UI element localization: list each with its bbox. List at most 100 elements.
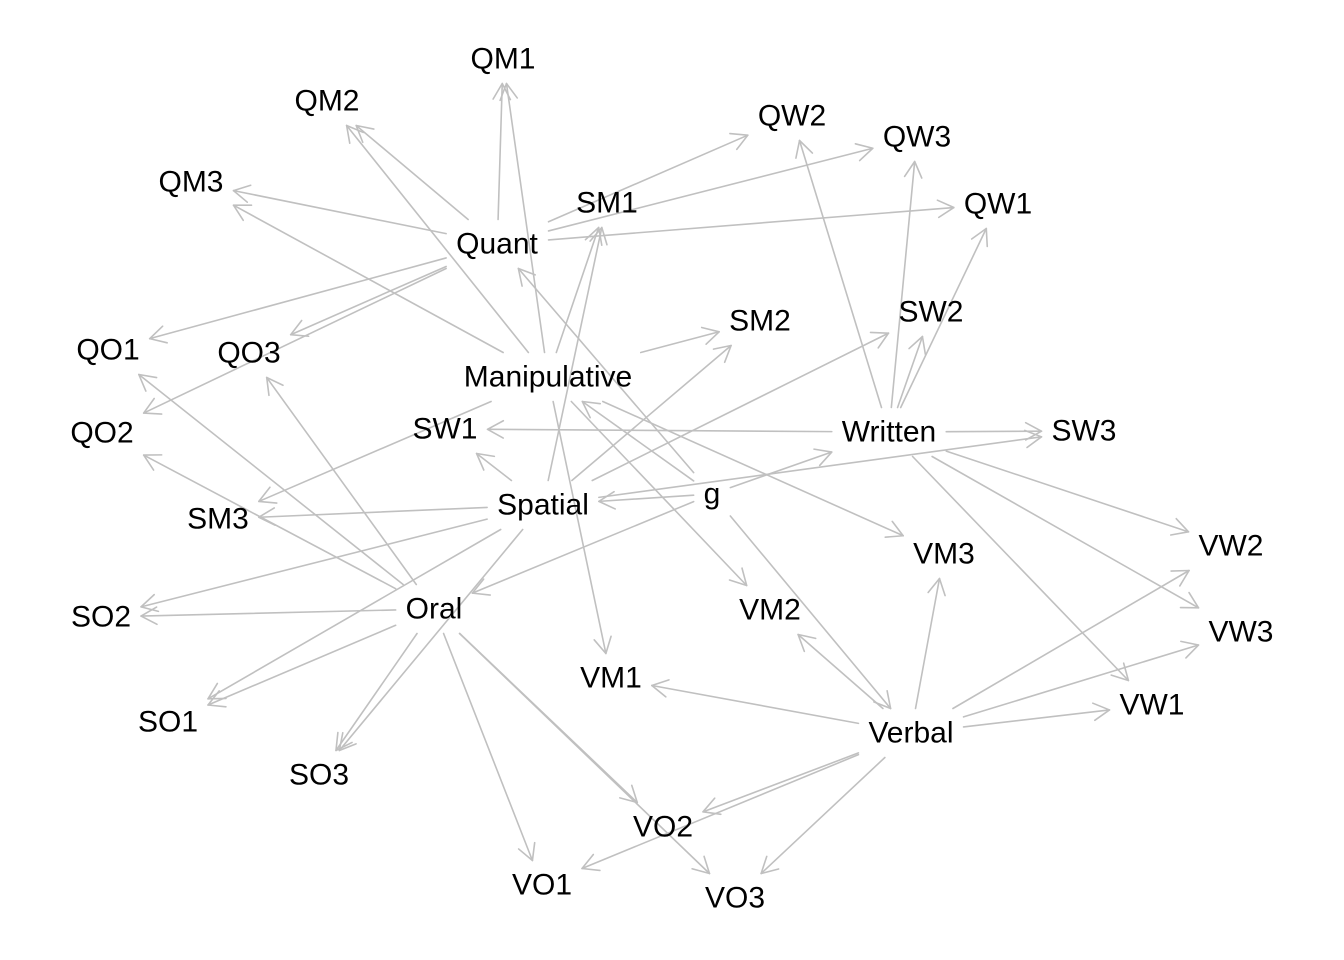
edge-written-to-sw1 (486, 419, 833, 439)
arrowhead (475, 452, 496, 471)
arrowhead (138, 373, 158, 392)
arrowhead (140, 606, 158, 626)
edge-line (547, 147, 874, 232)
arrowhead (760, 855, 780, 875)
edge-oral-to-vo1 (442, 632, 536, 862)
arrowhead (232, 184, 252, 203)
edge-written-to-sw2 (896, 335, 927, 409)
arrowhead (486, 419, 505, 439)
arrowhead (1180, 640, 1200, 659)
edge-spatial-to-sw2 (591, 331, 890, 482)
node-qo3: QO3 (217, 337, 280, 370)
arrowhead (1170, 569, 1190, 587)
edge-g-to-quant (517, 267, 695, 474)
edge-quant-to-qw3 (547, 143, 874, 232)
edge-line (547, 134, 749, 223)
node-qo1: QO1 (76, 334, 139, 367)
node-vm3: VM3 (913, 538, 975, 571)
edge-line (140, 518, 488, 608)
arrowhead (1169, 517, 1190, 536)
arrowhead (873, 690, 892, 710)
edge-g-to-manip (581, 400, 695, 482)
node-written: Written (842, 416, 936, 449)
edge-manip-to-vm2 (570, 400, 748, 587)
node-vm2: VM2 (739, 594, 801, 627)
arrowhead (1023, 429, 1043, 449)
edge-manip-to-sm2 (639, 326, 720, 354)
arrowhead (207, 682, 227, 700)
arrowhead (148, 325, 168, 344)
arrowhead (581, 853, 601, 872)
arrowhead (854, 143, 874, 162)
node-spatial: Spatial (497, 489, 589, 522)
edge-spatial-to-sm2 (571, 344, 732, 482)
edge-spatial-to-so1 (207, 528, 502, 700)
edge-quant-to-qw2 (547, 132, 749, 223)
edge-written-to-vw3 (931, 455, 1200, 609)
node-so2: SO2 (71, 601, 131, 634)
node-qw2: QW2 (758, 100, 826, 133)
edge-manip-to-qm3 (232, 204, 504, 354)
node-vo2: VO2 (633, 811, 693, 844)
node-vw2: VW2 (1198, 530, 1263, 563)
edge-line (581, 400, 695, 482)
arrowhead (517, 841, 536, 862)
edge-line (571, 344, 732, 482)
node-sm2: SM2 (729, 305, 791, 338)
edge-line (232, 204, 504, 354)
edge-written-to-qw2 (795, 139, 883, 409)
edge-manip-to-qm2 (345, 124, 530, 354)
edge-line (207, 528, 502, 700)
arrowhead (345, 124, 365, 145)
arrowhead (1110, 662, 1130, 682)
arrowhead (1024, 421, 1043, 441)
node-vo3: VO3 (705, 882, 765, 915)
arrowhead (584, 226, 603, 247)
node-manipulative: Manipulative (464, 361, 632, 394)
arrowhead (619, 784, 639, 804)
edge-line (952, 569, 1190, 710)
node-verbal: Verbal (868, 717, 953, 750)
edge-verbal-to-vw1 (962, 702, 1111, 728)
edge-verbal-to-vm1 (651, 679, 860, 725)
edge-line (505, 82, 546, 354)
edge-quant-to-qo1 (148, 257, 447, 344)
edge-quant-to-qo3 (289, 265, 447, 338)
arrowhead (335, 731, 353, 752)
edge-g-to-written (729, 448, 833, 489)
arrowhead (207, 690, 227, 708)
arrowhead (593, 635, 612, 655)
edge-line (591, 332, 890, 482)
arrowhead (289, 319, 310, 338)
arrowhead (970, 227, 989, 248)
arrowhead (338, 732, 357, 752)
edge-g-to-spatial (598, 490, 695, 510)
edge-line (258, 400, 492, 503)
edge-line (962, 709, 1111, 728)
edge-line (355, 124, 469, 221)
edge-quant-to-qm2 (355, 124, 469, 221)
node-sw2: SW2 (898, 296, 963, 329)
edge-spatial-to-sm3 (258, 506, 488, 526)
edge-line (729, 515, 892, 710)
edge-written-to-qw1 (899, 227, 989, 409)
node-sm1: SM1 (576, 187, 638, 220)
edge-line (338, 528, 524, 752)
arrowhead (903, 160, 923, 179)
edge-manip-to-sm3 (258, 400, 492, 504)
edge-line (581, 753, 860, 870)
edge-line (602, 400, 904, 537)
edge-written-to-vw1 (911, 455, 1130, 682)
edge-verbal-to-vo2 (702, 752, 860, 816)
arrowhead (691, 855, 711, 875)
edge-line (517, 267, 695, 474)
edge-line (142, 267, 447, 414)
edge-line (945, 450, 1190, 533)
edge-line (148, 257, 447, 340)
edge-spatial-to-sw1 (475, 452, 513, 482)
edge-layer (138, 82, 1200, 875)
arrowhead (265, 376, 284, 397)
edge-oral-to-so1 (207, 624, 397, 708)
edge-line (442, 632, 534, 862)
